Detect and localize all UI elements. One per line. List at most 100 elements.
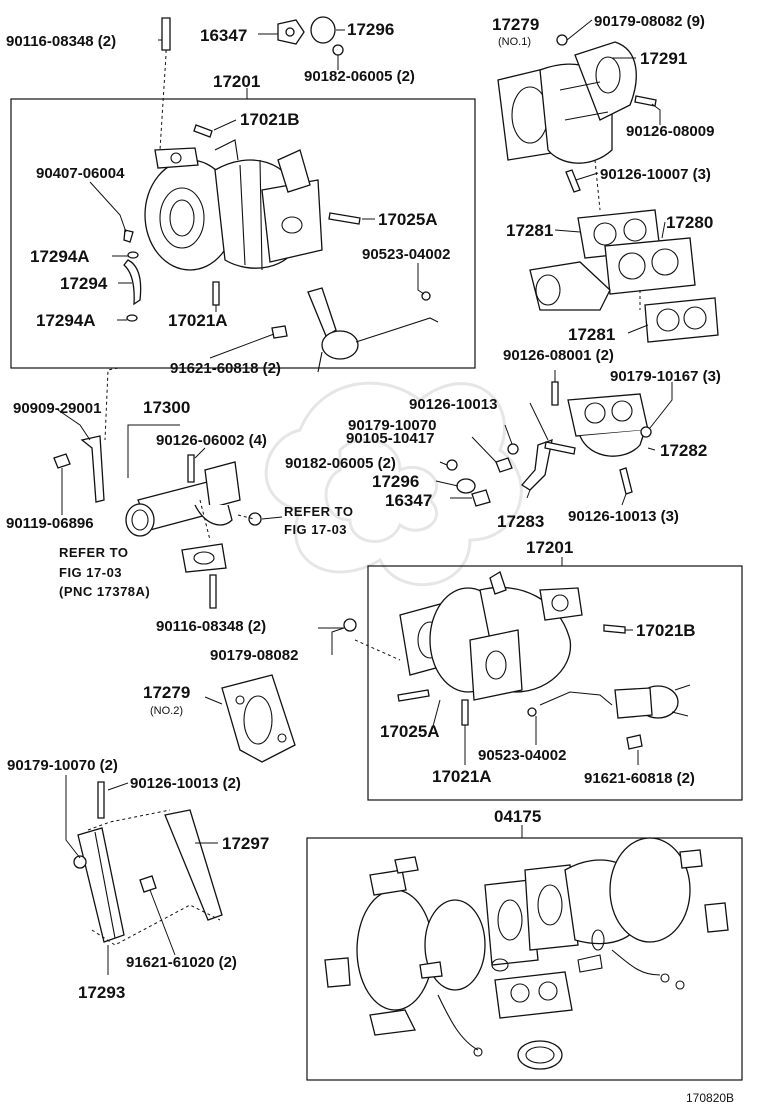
stud-17021b-mid: [603, 624, 626, 634]
label-90126-06002: 90126-06002 (4): [156, 432, 267, 449]
label-17279-top: 17279: [492, 15, 539, 34]
stud-17021a-mid: [461, 699, 469, 726]
elbow-17300: [125, 461, 241, 537]
box-mid-turbo: [367, 565, 743, 801]
nut-90179-10167: [640, 426, 652, 438]
label-17201-top: 17201: [213, 72, 260, 91]
pipe-17282: [567, 393, 649, 457]
label-no1: (NO.1): [498, 36, 531, 48]
label-17021b-mid: 17021B: [636, 621, 696, 640]
label-17279-mid: 17279: [143, 683, 190, 702]
turbocharger-mid: [399, 571, 583, 701]
label-90182-top: 90182-06005 (2): [304, 68, 415, 85]
label-90179-10070-2: 90179-10070 (2): [7, 757, 118, 774]
label-91621-61020: 91621-61020 (2): [126, 954, 237, 971]
hose-17294: [123, 259, 142, 306]
label-17280: 17280: [666, 213, 713, 232]
exhaust-manifold-17291: [497, 41, 637, 164]
label-90182-mid: 90182-06005 (2): [285, 455, 396, 472]
label-90119: 90119-06896: [6, 515, 94, 532]
turbocharger-upper: [144, 139, 323, 271]
label-90407: 90407-06004: [36, 165, 125, 182]
label-91621-mid: 91621-60818 (2): [584, 770, 695, 787]
part-labels: 90116-08348 (2) 16347 17296 90182-06005 …: [6, 13, 734, 1105]
actuator-upper: [307, 287, 439, 373]
label-17294: 17294: [60, 274, 108, 293]
watermark: [264, 381, 523, 587]
bolt-91621-61020: [139, 875, 157, 893]
label-pnc: (PNC 17378A): [59, 584, 150, 599]
label-90179-08082-9: 90179-08082 (9): [594, 13, 705, 30]
label-17294a-1: 17294A: [30, 247, 90, 266]
label-17296-mid: 17296: [372, 472, 419, 491]
gasket-17279-no2: [221, 674, 296, 763]
label-17282: 17282: [660, 441, 707, 460]
label-17300: 17300: [143, 398, 190, 417]
label-16347-top: 16347: [200, 26, 247, 45]
stud-17021b-top: [193, 124, 213, 138]
label-refer-2a: REFER TO: [59, 545, 129, 560]
label-90179-10167: 90179-10167 (3): [610, 368, 721, 385]
stud-90126-08001: [551, 381, 559, 406]
gaskets-17280-17281: [529, 209, 719, 343]
label-91621-top: 91621-60818 (2): [170, 360, 281, 377]
label-refer-1b: FIG 17-03: [284, 522, 347, 537]
figure-id: 170820B: [686, 1091, 734, 1105]
label-90126-10013-2: 90126-10013 (2): [130, 775, 241, 792]
turbo-kit-assembly: [324, 837, 729, 1070]
nut-90179-10070-bottom: [73, 855, 87, 869]
label-17025a-mid: 17025A: [380, 722, 440, 741]
leader-lines: [57, 19, 673, 975]
label-90116-mid: 90116-08348 (2): [156, 618, 266, 635]
stud-90126-10013-bottom: [97, 781, 105, 819]
stud-17021a-top: [212, 281, 220, 306]
label-17296-top: 17296: [347, 20, 394, 39]
stay-17293: [77, 827, 125, 943]
nut-90182-top: [332, 44, 344, 56]
gasket-16347-mid: [471, 489, 491, 507]
stud-90126-06002: [187, 454, 195, 483]
stud-90126-10007: [565, 169, 581, 193]
label-90116-top: 90116-08348 (2): [6, 33, 116, 50]
label-90126-08001: 90126-08001 (2): [503, 347, 614, 364]
label-17021a-top: 17021A: [168, 311, 228, 330]
label-17291: 17291: [640, 49, 687, 68]
label-16347-mid: 16347: [385, 491, 432, 510]
nut-90179-10070-mid: [507, 443, 519, 455]
bolt-91621-top: [271, 325, 288, 339]
box-kit-04175: [306, 837, 743, 1081]
label-17294a-2: 17294A: [36, 311, 96, 330]
label-90523-top: 90523-04002: [362, 246, 450, 263]
stay-17297: [164, 809, 223, 921]
label-90523-mid: 90523-04002: [478, 747, 566, 764]
bolt-90105: [495, 457, 513, 473]
label-90909: 90909-29001: [13, 400, 101, 417]
ring-17296-mid: [456, 478, 476, 494]
nut-refer: [248, 512, 262, 526]
clamp-17294a-2: [126, 314, 138, 322]
stud-17025a-mid: [397, 689, 430, 702]
box-upper-turbo: [10, 98, 476, 369]
label-17297: 17297: [222, 834, 269, 853]
stud-90116-top: [161, 17, 171, 51]
bracket-90909: [80, 435, 105, 503]
ring-17296-top: [310, 16, 336, 44]
gasket-refer: [181, 543, 227, 573]
label-90126-08009: 90126-08009: [626, 123, 714, 140]
label-refer-1a: REFER TO: [284, 504, 354, 519]
clamp-17294a-1: [127, 251, 139, 259]
bolt-90119: [53, 453, 71, 469]
clip-90407: [123, 229, 134, 243]
stud-90126-10013-3: [619, 467, 633, 495]
label-17021a-mid: 17021A: [432, 767, 492, 786]
label-90126-10007: 90126-10007 (3): [600, 166, 711, 183]
label-refer-2b: FIG 17-03: [59, 565, 122, 580]
label-17025a-top: 17025A: [378, 210, 438, 229]
nut-90179-08082-top: [556, 34, 568, 46]
stud-90116-mid: [209, 574, 217, 609]
label-17021b-top: 17021B: [240, 110, 300, 129]
label-90179-10070-mid: 90179-10070: [348, 417, 436, 434]
clip-90523-mid: [527, 707, 537, 717]
